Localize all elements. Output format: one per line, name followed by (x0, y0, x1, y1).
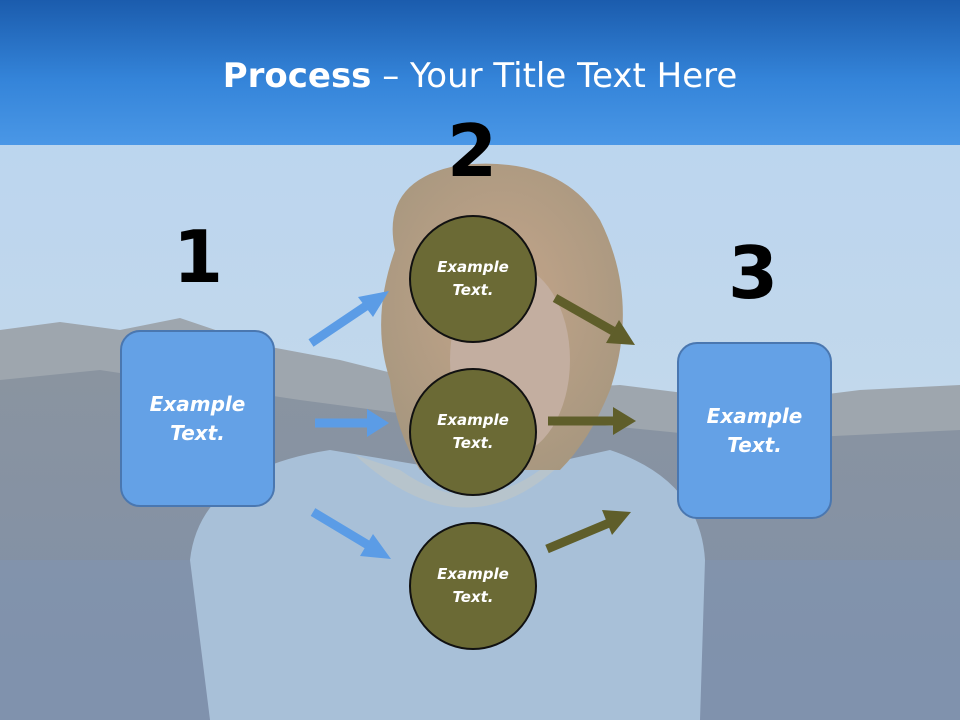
output-box-label: Example Text. (706, 403, 803, 457)
circle-middle: Example Text. (409, 368, 537, 496)
circle-bottom: Example Text. (409, 522, 537, 650)
arrow-from-middle (548, 407, 636, 435)
title-bold: Process (222, 56, 372, 96)
circle-top: Example Text. (409, 215, 537, 343)
input-box-label: Example Text. (149, 391, 246, 445)
slide-title: Process – Your Title Text Here (0, 54, 960, 98)
arrow-to-top (308, 291, 389, 347)
step-number-3: 3 (727, 231, 779, 315)
circle-middle-label: Example Text. (437, 411, 509, 452)
arrow-to-middle (315, 409, 389, 437)
step-number-2: 2 (446, 109, 498, 193)
title-rest: – Your Title Text Here (371, 56, 738, 96)
step-number-1: 1 (172, 215, 224, 299)
arrow-from-bottom (545, 510, 631, 554)
arrow-to-bottom (310, 508, 391, 559)
arrow-from-top (552, 294, 635, 345)
circle-bottom-label: Example Text. (437, 565, 509, 606)
input-box: Example Text. (120, 330, 275, 507)
title-bar (0, 0, 960, 145)
output-box: Example Text. (677, 342, 832, 519)
circle-top-label: Example Text. (437, 258, 509, 299)
